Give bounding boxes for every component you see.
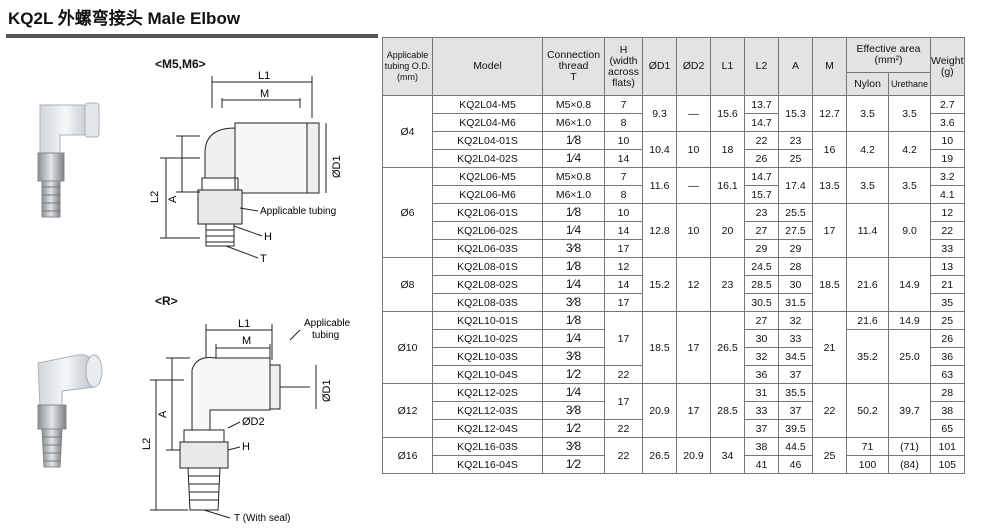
dim-l2: L2 [149, 191, 161, 203]
col-header-model: Model [432, 37, 543, 96]
dim-l1-r: L1 [238, 318, 250, 330]
col-header-l1: L1 [710, 37, 745, 96]
dim-m: M [260, 88, 269, 100]
dim-h-r: H [242, 441, 250, 453]
dim-l1: L1 [258, 70, 270, 82]
label-applicable-r1: Applicable [304, 318, 351, 329]
dimension-drawing-r: L1 M A L2 ØD1 ØD2 H T (With seal) Applic… [141, 318, 351, 524]
col-header-nylon: Nylon [846, 72, 889, 96]
title-underline [6, 34, 378, 38]
col-header-effective-area: Effective area(mm²) [846, 37, 931, 73]
label-applicable-tubing: Applicable tubing [260, 206, 336, 217]
section-label-r: <R> [155, 294, 178, 308]
dim-d1-r: ØD1 [321, 379, 333, 402]
section-label-m5m6: <M5,M6> [155, 57, 206, 71]
dim-t-r: T (With seal) [234, 513, 291, 524]
label-applicable-r2: tubing [312, 330, 339, 341]
col-header-d1: ØD1 [642, 37, 677, 96]
col-header-l2: L2 [744, 37, 779, 96]
dim-a-r: A [157, 410, 169, 418]
dim-t: T [260, 253, 267, 265]
product-photo-r [37, 354, 103, 468]
col-header-d2: ØD2 [676, 37, 711, 96]
col-header-urethane: Urethane [888, 72, 931, 96]
dim-m-r: M [242, 335, 251, 347]
dimension-drawing-m5m6: L1 M A L2 ØD1 Applicable tubing H T [149, 70, 343, 265]
dim-l2-r: L2 [141, 438, 153, 450]
dim-h: H [264, 231, 272, 243]
dim-a: A [167, 195, 179, 203]
product-photo-m5 [37, 102, 100, 218]
col-header-weight: Weight(g) [930, 37, 965, 96]
col-header-a: A [778, 37, 813, 96]
dim-d1: ØD1 [331, 155, 343, 178]
page-title: KQ2L 外螺弯接头 Male Elbow [8, 9, 241, 28]
col-header-m: M [812, 37, 847, 96]
dim-d2-r: ØD2 [242, 416, 265, 428]
